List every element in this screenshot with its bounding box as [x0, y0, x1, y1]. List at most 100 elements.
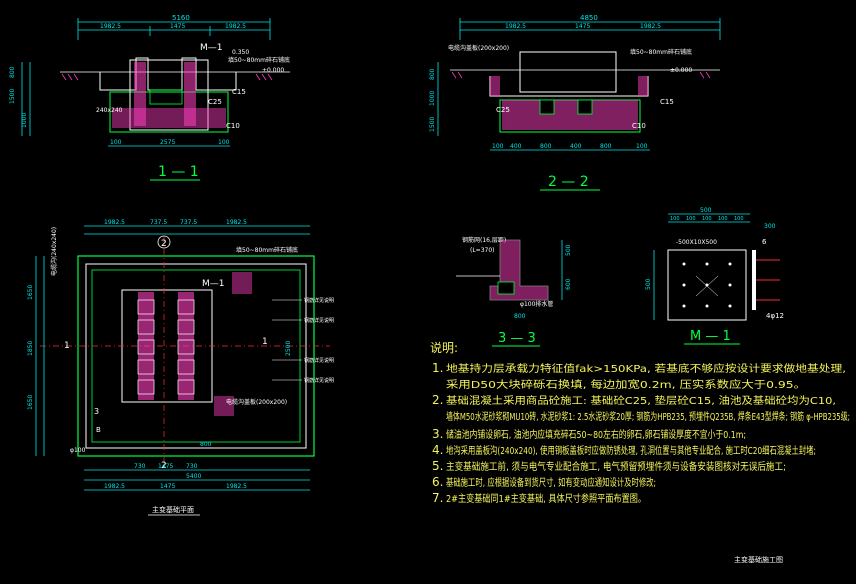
note-2b-text: 墙体M50水泥砂浆砌MU10砖, 水泥砂浆1: 2.5水泥砂浆20厚; 钢筋为H…	[446, 410, 850, 423]
s22-elev: ±0.000	[670, 67, 692, 74]
section-1-1: 5160 1982.5 1475 1982.5 M—1 0.350 ±0.000…	[9, 14, 290, 181]
s22-dim-c: 1982.5	[640, 23, 661, 30]
plan-bot-sub-2: 1982.5	[226, 483, 247, 490]
plan-top-dim-2: 737.5	[180, 219, 197, 226]
plan-title: 主变基础平面	[152, 505, 194, 514]
s22-side-dim-0: 800	[429, 68, 436, 80]
foundation-plan: 1982.5 737.5 737.5 1982.5 2	[27, 219, 334, 516]
plan-axis-right: 1	[262, 337, 268, 347]
note-5-text: 主变基础施工前, 须与电气专业配合施工, 电气预留预埋件须与设备安装图核对无误后…	[446, 460, 786, 473]
s33-label-top2: (L=370)	[470, 247, 495, 254]
m1-title: M — 1	[690, 329, 731, 344]
m1-top-dim-1: 300	[764, 223, 776, 230]
s11-dim-a: 1982.5	[100, 23, 121, 30]
s22-side-dim-1: 1000	[429, 91, 436, 106]
note-6-text: 基础施工时, 应根据设备到货尺寸, 如有变动应通知设计及时修改;	[446, 476, 656, 489]
plan-bot-total: 5400	[186, 473, 201, 480]
s22-bot-3: 400	[570, 143, 582, 150]
m1-anchor: 6	[762, 238, 767, 246]
plan-bot-dim-800: 800	[200, 441, 212, 448]
s11-bot-dim-0: 100	[110, 139, 122, 146]
m1-rebar: 4φ12	[766, 312, 784, 320]
plan-right-label-3: 钢筋详见说明	[304, 377, 334, 384]
notes-heading: 说明:	[430, 340, 458, 355]
plan-bot-dim-1: 1475	[158, 463, 173, 470]
m1-sub-3: 100	[718, 216, 728, 222]
note-4-num: 4.	[432, 443, 443, 457]
s22-side-dim-2: 1500	[429, 117, 436, 132]
s22-c25: C25	[496, 106, 510, 114]
plan-left-dim-2: 1650	[27, 395, 34, 410]
note-5-num: 5.	[432, 459, 443, 473]
note-2-text: 基础混凝土采用商品砼施工: 基础砼C25, 垫层砼C15, 油池及基础砼均为C1…	[446, 394, 836, 407]
s22-cover-note: 填50~80mm碎石铺底	[630, 48, 692, 56]
note-7-num: 7.	[432, 491, 443, 505]
s22-bot-1: 400	[510, 143, 522, 150]
s11-c10: C10	[226, 122, 240, 130]
s33-bottom: 800	[514, 313, 526, 320]
m1-sub-0: 100	[670, 216, 680, 222]
drawing-name: 主变基础施工图	[734, 555, 783, 564]
s22-dim-b: 1475	[575, 23, 590, 30]
s33-dim-1: 600	[565, 278, 572, 290]
s22-title: 2 — 2	[548, 174, 589, 190]
s11-pit: 240x240	[96, 107, 123, 114]
note-2-num: 2.	[432, 393, 443, 407]
s22-cable-note: 电缆沟盖板(200x200)	[448, 44, 509, 52]
plan-top-dim-1: 737.5	[150, 219, 167, 226]
note-4-text: 地沟采用盖板沟(240x240), 使用钢板盖板时应做防锈处理, 孔洞位置与其他…	[446, 444, 816, 457]
plan-bot-dim-2: 730	[186, 463, 198, 470]
note-6-num: 6.	[432, 475, 443, 489]
section-2-2: 4850 1982.5 1475 1982.5 电缆沟盖板(200x200) 填…	[429, 14, 721, 191]
s11-elev-1: 0.350	[232, 49, 249, 56]
plan-left-dim-1: 1850	[27, 341, 34, 356]
s22-c10: C10	[632, 122, 646, 130]
s11-cut-mark: M—1	[200, 43, 223, 53]
plan-cover-note: 填50~80mm碎石铺底	[236, 246, 298, 254]
s11-c25: C25	[208, 98, 222, 106]
s11-dim-c: 1982.5	[225, 23, 246, 30]
s11-side-dim-1: 1500	[9, 89, 16, 104]
plan-cut-3a: 3	[94, 407, 99, 416]
note-1b-text: 采用D50大块碎砾石换填, 每边加宽0.2m, 压实系数应大于0.95。	[446, 378, 806, 391]
s22-overall-dim: 4850	[580, 14, 598, 22]
s11-cover-note: 填50~80mm碎石铺底	[228, 56, 290, 64]
m1-top-dim-0: 500	[700, 207, 712, 214]
plan-cable-note: 电缆沟盖板(200x200)	[226, 398, 287, 406]
plan-right-label-2: 钢筋详见说明	[304, 357, 334, 364]
s22-bot-4: 800	[600, 143, 612, 150]
section-3-3: 钢筋网(16,层距) (L=370) 500 600 φ100排水管 800 3…	[456, 236, 572, 347]
plan-left-dim-0: 1650	[27, 285, 34, 300]
s33-title: 3 — 3	[498, 331, 536, 346]
detail-m1: 500 300 100 100 100 100 100 -500X10X500 …	[645, 207, 784, 345]
plan-cut-m1: M—1	[202, 279, 225, 289]
m1-sub-2: 100	[702, 216, 712, 222]
s33-dia: φ100排水管	[520, 300, 553, 308]
s33-label-top: 钢筋网(16,层距)	[462, 236, 506, 244]
note-1-num: 1.	[432, 361, 443, 375]
plan-right-dim: 2500	[285, 341, 292, 356]
plan-bot-sub-1: 1475	[160, 483, 175, 490]
s22-bot-5: 100	[636, 143, 648, 150]
s11-c15: C15	[232, 88, 246, 96]
note-3-text: 储油池内铺设卵石, 油池内应填充碎石50~80左右的卵石,卵石铺设厚度不宜小于0…	[446, 428, 746, 441]
plan-axis-bottom: 2	[161, 461, 167, 471]
design-notes: 说明: 1. 地基持力层承载力特征值fak>150KPa, 若基底不够应按设计要…	[430, 340, 850, 505]
plan-drain: φ100	[70, 447, 86, 454]
s22-bot-0: 100	[492, 143, 504, 150]
plan-axis-top: 2	[161, 239, 167, 249]
s11-bot-dim-1: 2575	[160, 139, 175, 146]
note-3-num: 3.	[432, 427, 443, 441]
s11-elev-2: ±0.000	[262, 67, 284, 74]
s33-dim-0: 500	[565, 244, 572, 256]
s11-overall-dim: 5160	[172, 14, 190, 22]
m1-plate-label: -500X10X500	[676, 239, 717, 246]
s11-title: 1 — 1	[158, 164, 199, 180]
note-7-text: 2#主变基础同1#主变基础, 具体尺寸参照平面布置图。	[446, 492, 646, 505]
plan-top-dim-3: 1982.5	[226, 219, 247, 226]
s11-dim-b: 1475	[170, 23, 185, 30]
plan-axis-left: 1	[64, 341, 70, 351]
plan-bot-sub-0: 1982.5	[104, 483, 125, 490]
